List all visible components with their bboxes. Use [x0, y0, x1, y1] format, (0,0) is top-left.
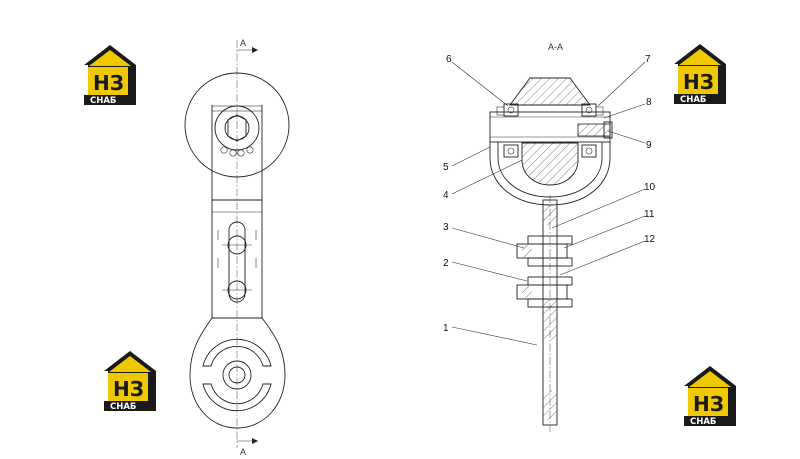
callout-2: 2	[443, 258, 449, 269]
watermark-logo-bottom-right: НЗ СНАБ	[684, 366, 736, 427]
section-view-a-a: A-A	[489, 42, 613, 432]
logo-letters: НЗ	[693, 392, 724, 416]
logo-word: СНАБ	[110, 402, 136, 412]
roller-body	[509, 77, 591, 106]
section-title: A-A	[548, 42, 563, 52]
callout-labels: 6 7 8 9 5 4 10 3 11 12 2 1	[443, 54, 656, 334]
left-front-view: A A	[184, 38, 290, 457]
logo-word: СНАБ	[690, 417, 716, 427]
callout-10: 10	[644, 182, 656, 193]
callout-4: 4	[443, 190, 449, 201]
logo-word: СНАБ	[90, 96, 116, 106]
callout-12: 12	[644, 234, 656, 245]
callout-6: 6	[446, 54, 452, 65]
callout-5: 5	[443, 162, 449, 173]
callout-8: 8	[646, 97, 652, 108]
top-roller	[184, 72, 290, 178]
callout-3: 3	[443, 222, 449, 233]
section-mark-top: A	[240, 38, 246, 48]
callout-1: 1	[443, 323, 449, 334]
logo-letters: НЗ	[683, 70, 714, 94]
callout-leaders	[451, 61, 646, 346]
logo-word: СНАБ	[680, 95, 706, 105]
section-mark-bottom: A	[240, 447, 246, 457]
watermark-logo-bottom-left: НЗ СНАБ	[104, 351, 156, 412]
callout-9: 9	[646, 140, 652, 151]
logo-letters: НЗ	[93, 71, 124, 95]
logo-letters: НЗ	[113, 377, 144, 401]
watermark-logo-top-left: НЗ СНАБ	[84, 45, 136, 106]
watermark-logo-top-right: НЗ СНАБ	[674, 44, 726, 105]
callout-11: 11	[644, 209, 655, 220]
callout-7: 7	[645, 54, 651, 65]
